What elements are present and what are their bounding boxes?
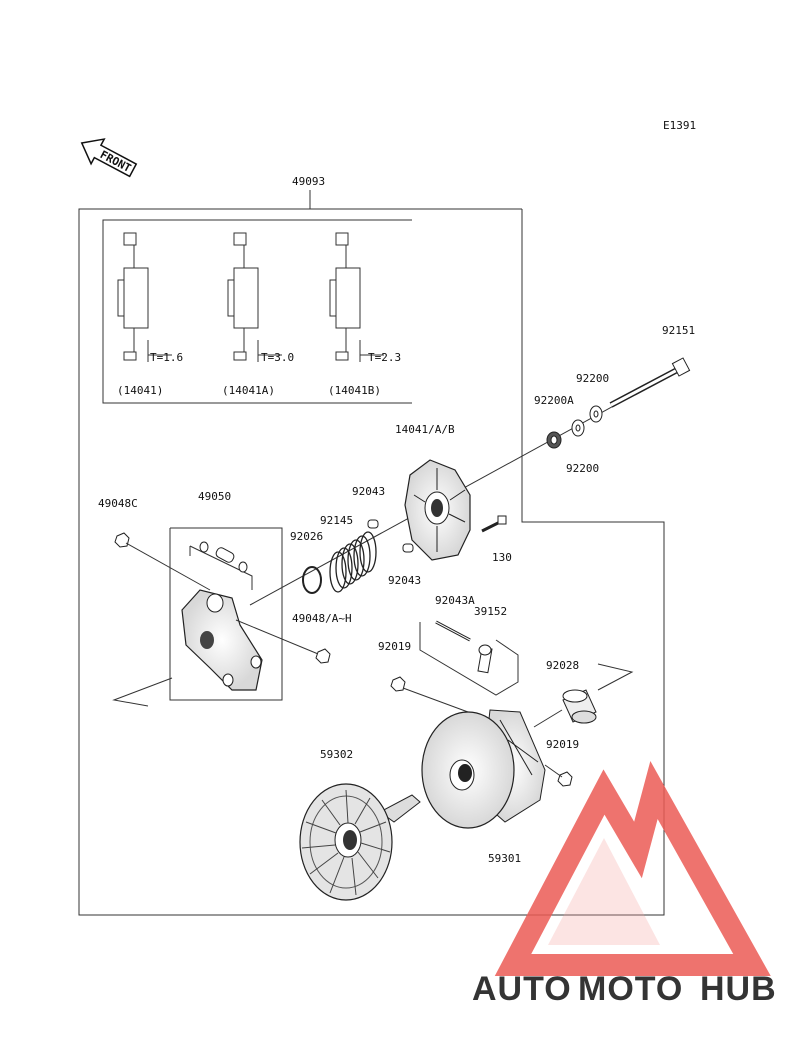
bolt-92151 <box>609 357 691 408</box>
watermark-word-moto: MOTO <box>578 970 683 1008</box>
watermark-triangle-icon <box>494 760 771 976</box>
inset-thickness-1: T=1.6 <box>150 351 183 364</box>
spider-14041 <box>404 459 471 561</box>
pin-92043-top <box>367 519 379 529</box>
roller-subassembly-box <box>419 620 519 696</box>
label-92200-bottom: 92200 <box>566 462 599 475</box>
inset-thickness-3: T=2.3 <box>368 351 401 364</box>
label-92043-top: 92043 <box>352 485 385 498</box>
spring-92145 <box>329 531 377 593</box>
label-14041ab: 14041/A/B <box>395 423 455 436</box>
label-49048c: 49048C <box>98 497 138 510</box>
label-39152: 39152 <box>474 605 507 618</box>
label-92145: 92145 <box>320 514 353 527</box>
pin-92043-bottom <box>402 543 414 553</box>
label-49048ah: 49048/A~H <box>292 612 352 625</box>
assembly-outline <box>78 208 665 916</box>
weight-subassembly-box <box>169 527 283 701</box>
label-92200a: 92200A <box>534 394 574 407</box>
inset-part-1: (14041) <box>117 384 163 397</box>
label-92043-bottom: 92043 <box>388 574 421 587</box>
diagram-code: E1391 <box>663 119 696 132</box>
nut-92019-left <box>390 676 406 692</box>
inset-thickness-2: T=3.0 <box>261 351 294 364</box>
watermark-word-auto: AUTO <box>472 970 572 1008</box>
label-92026: 92026 <box>290 530 323 543</box>
label-59302: 59302 <box>320 748 353 761</box>
fixed-sheave-59302 <box>299 783 421 901</box>
bushing-92028 <box>562 689 597 724</box>
front-label: FRONT <box>98 148 134 175</box>
label-92200-top: 92200 <box>576 372 609 385</box>
spacer-drawing-1 <box>117 232 172 362</box>
spacer-inset: T=1.6 T=3.0 T=2.3 (14041) (14041A) (1404… <box>102 219 412 404</box>
watermark-logo: AUTO MOTO HUB <box>472 760 777 1008</box>
nut-92019-right <box>557 771 573 787</box>
label-92043a: 92043A <box>435 594 475 607</box>
watermark-word-hub: HUB <box>700 970 777 1008</box>
inset-part-2: (14041A) <box>222 384 275 397</box>
label-49050: 49050 <box>198 490 231 503</box>
label-92151: 92151 <box>662 324 695 337</box>
nut-49048ah <box>315 648 331 664</box>
inset-part-3: (14041B) <box>328 384 381 397</box>
spacer-drawing-3 <box>329 232 384 362</box>
nut-49048c <box>114 532 130 548</box>
clutch-weight-arm <box>181 589 263 691</box>
ring-92026 <box>302 566 322 594</box>
label-92019-right: 92019 <box>546 738 579 751</box>
movable-sheave-59301 <box>421 709 546 829</box>
label-59301: 59301 <box>488 852 521 865</box>
label-92028: 92028 <box>546 659 579 672</box>
label-92019-left: 92019 <box>378 640 411 653</box>
screw-130 <box>481 515 507 533</box>
front-arrow-icon: FRONT <box>80 138 138 178</box>
spacer-drawing-2 <box>227 232 282 362</box>
label-49093: 49093 <box>292 175 325 188</box>
label-130: 130 <box>492 551 512 564</box>
